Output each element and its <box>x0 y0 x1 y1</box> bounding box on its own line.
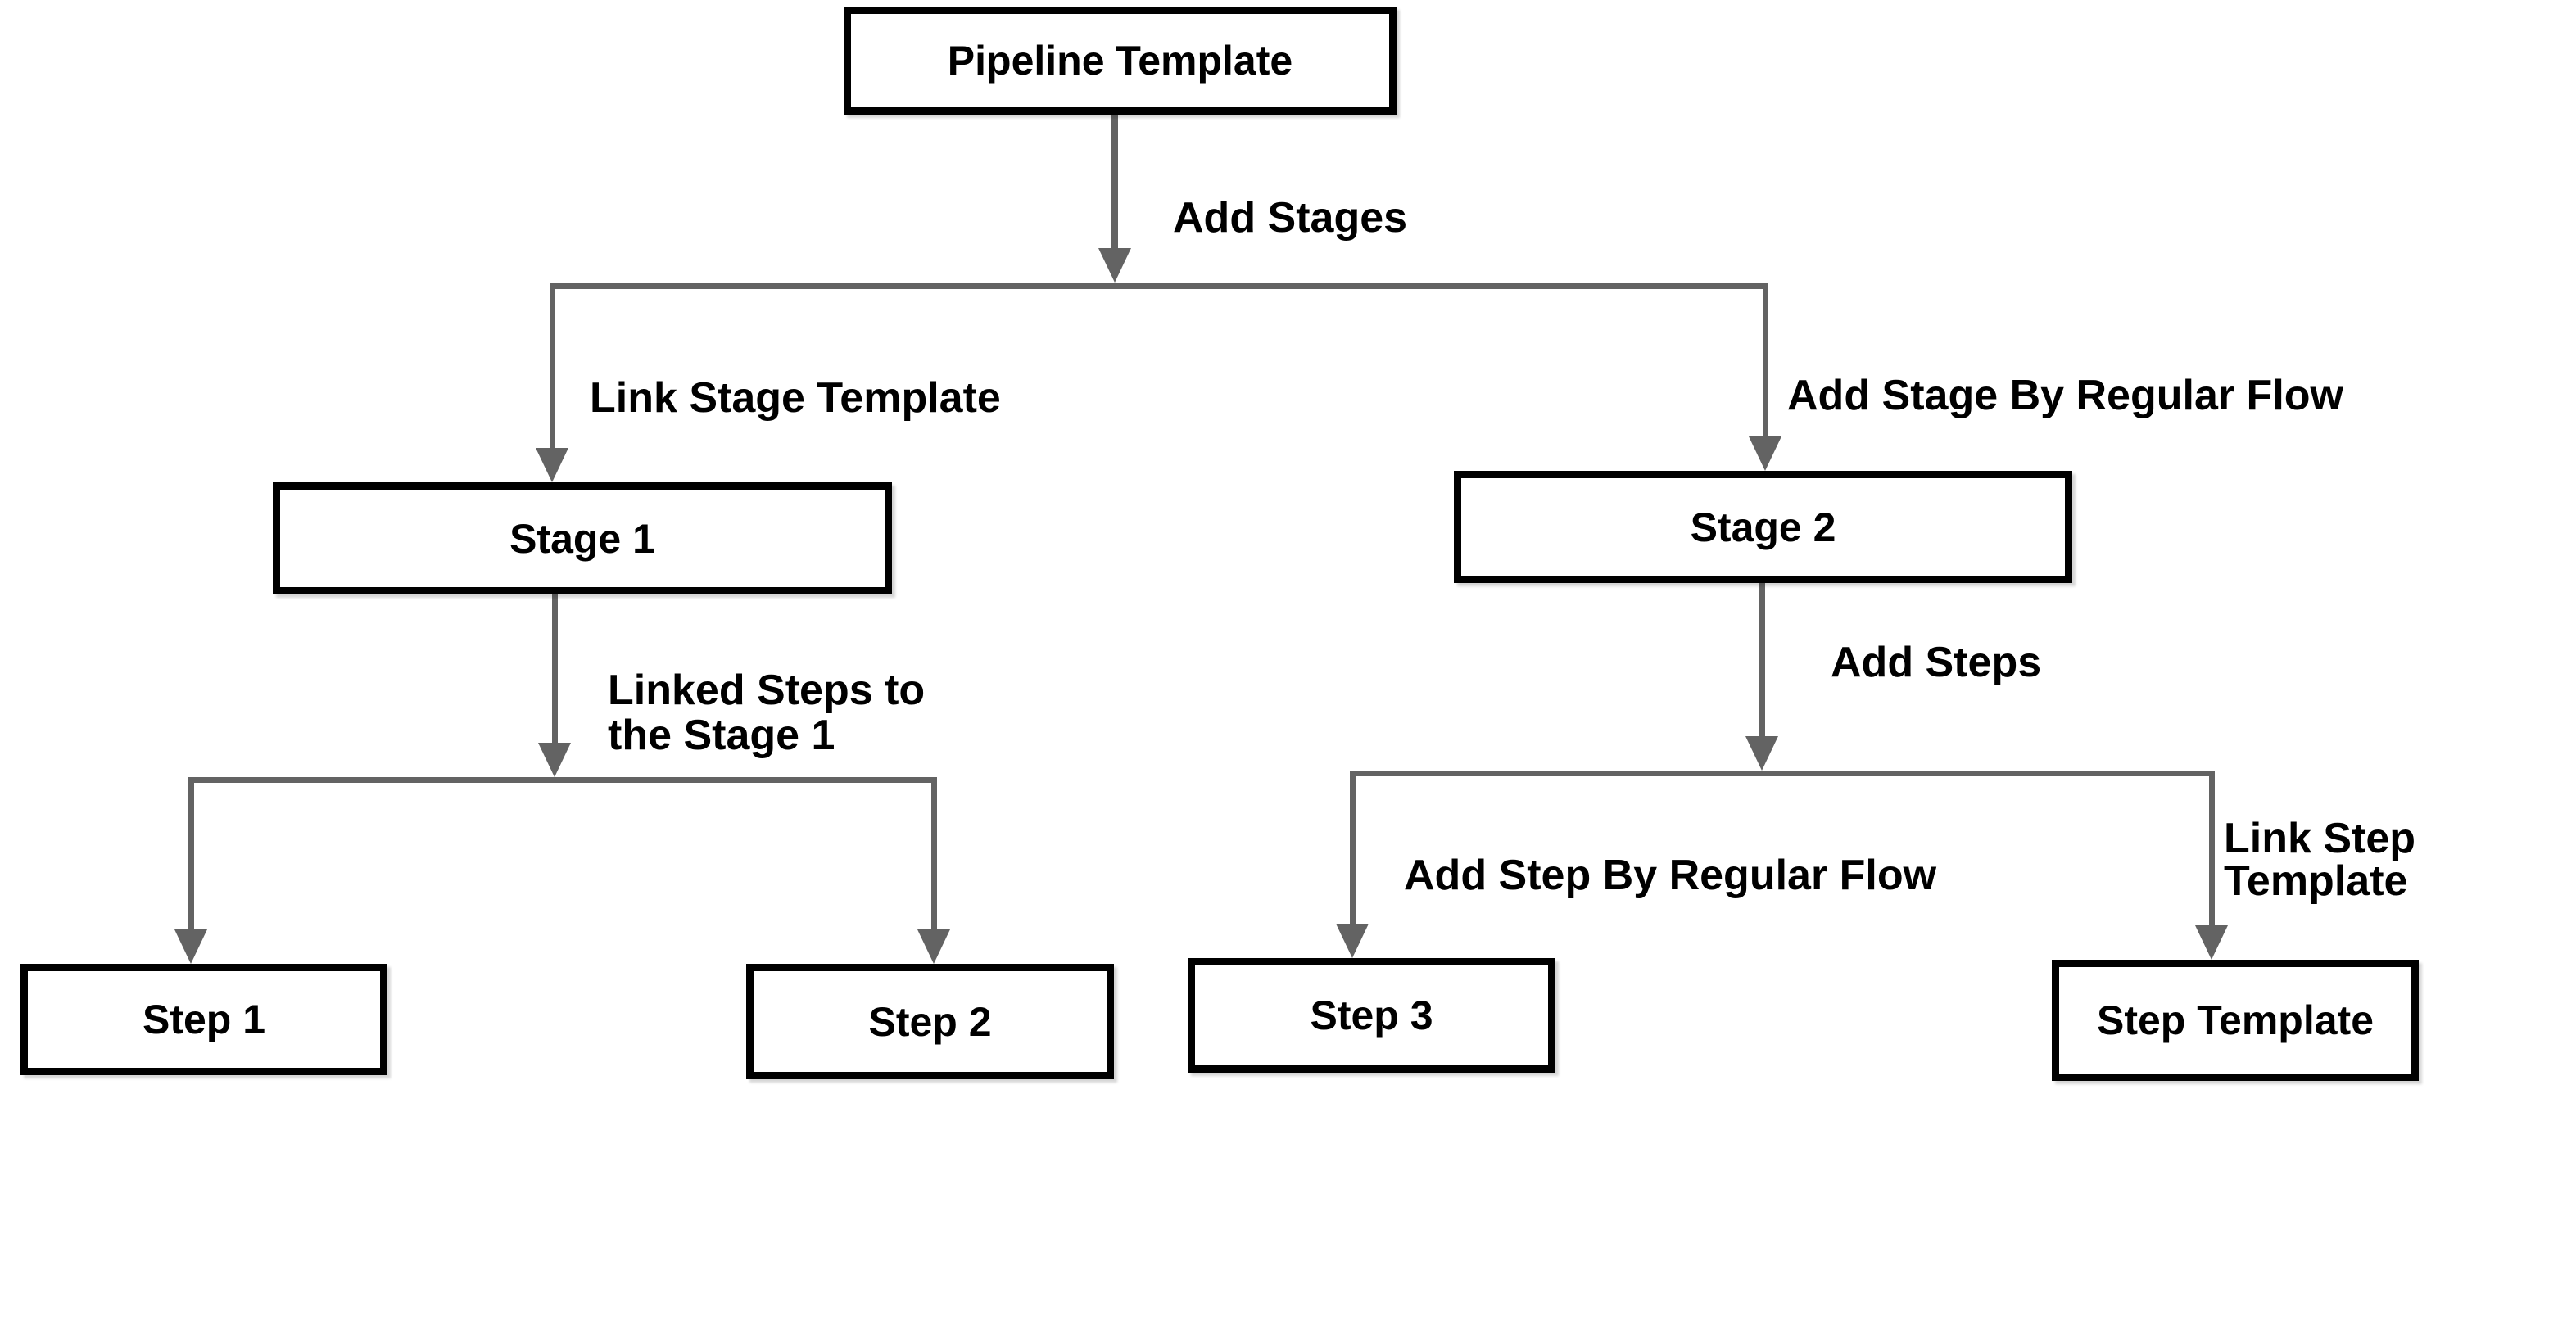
node-pipeline-template-label: Pipeline Template <box>947 38 1293 84</box>
connector-stage1-rail <box>188 777 937 783</box>
connector-pipeline-down <box>1111 113 1118 250</box>
edge-label-link-stage-template: Link Stage Template <box>590 374 1001 422</box>
node-step-3: Step 3 <box>1188 958 1555 1073</box>
arrowhead-down <box>2195 925 2228 960</box>
node-step-1-label: Step 1 <box>142 997 266 1042</box>
node-stage-1-label: Stage 1 <box>509 515 655 562</box>
node-stage-1: Stage 1 <box>273 482 892 594</box>
arrowhead-down <box>1745 736 1778 771</box>
connector-stage1-down <box>552 594 558 743</box>
connector-to-stage2 <box>1763 283 1768 436</box>
edge-label-add-step-by-regular-flow: Add Step By Regular Flow <box>1404 852 1937 899</box>
arrowhead-down <box>1098 248 1131 283</box>
connector-to-step3 <box>1350 771 1356 924</box>
connector-stage2-rail <box>1350 771 2215 776</box>
node-step-1: Step 1 <box>20 964 387 1075</box>
arrowhead-down <box>538 743 571 777</box>
edge-label-add-stages: Add Stages <box>1173 194 1408 242</box>
connector-stages-rail <box>550 283 1768 289</box>
node-step-3-label: Step 3 <box>1310 992 1433 1038</box>
edge-label-link-step-template: Link Step Template <box>2224 815 2416 905</box>
connector-to-step1 <box>188 777 194 929</box>
arrowhead-down <box>536 448 568 482</box>
arrowhead-down <box>174 929 207 964</box>
arrowhead-down <box>1749 436 1781 471</box>
node-step-template: Step Template <box>2052 960 2419 1081</box>
node-stage-2-label: Stage 2 <box>1690 504 1836 550</box>
arrowhead-down <box>917 929 950 964</box>
edge-label-add-steps: Add Steps <box>1831 639 2042 686</box>
node-step-template-label: Step Template <box>2096 997 2375 1043</box>
node-pipeline-template: Pipeline Template <box>844 7 1397 115</box>
connector-to-step-template <box>2209 771 2215 925</box>
arrowhead-down <box>1336 924 1369 958</box>
edge-label-add-stage-by-regular-flow: Add Stage By Regular Flow <box>1787 372 2343 419</box>
connector-to-step2 <box>931 777 937 929</box>
node-step-2-label: Step 2 <box>868 998 992 1045</box>
connector-to-stage1 <box>550 283 555 448</box>
node-stage-2: Stage 2 <box>1454 471 2072 583</box>
connector-stage2-down <box>1759 583 1765 736</box>
edge-label-linked-steps-to-the-stage-1: Linked Steps to the Stage 1 <box>608 667 926 760</box>
node-step-2: Step 2 <box>746 964 1114 1079</box>
